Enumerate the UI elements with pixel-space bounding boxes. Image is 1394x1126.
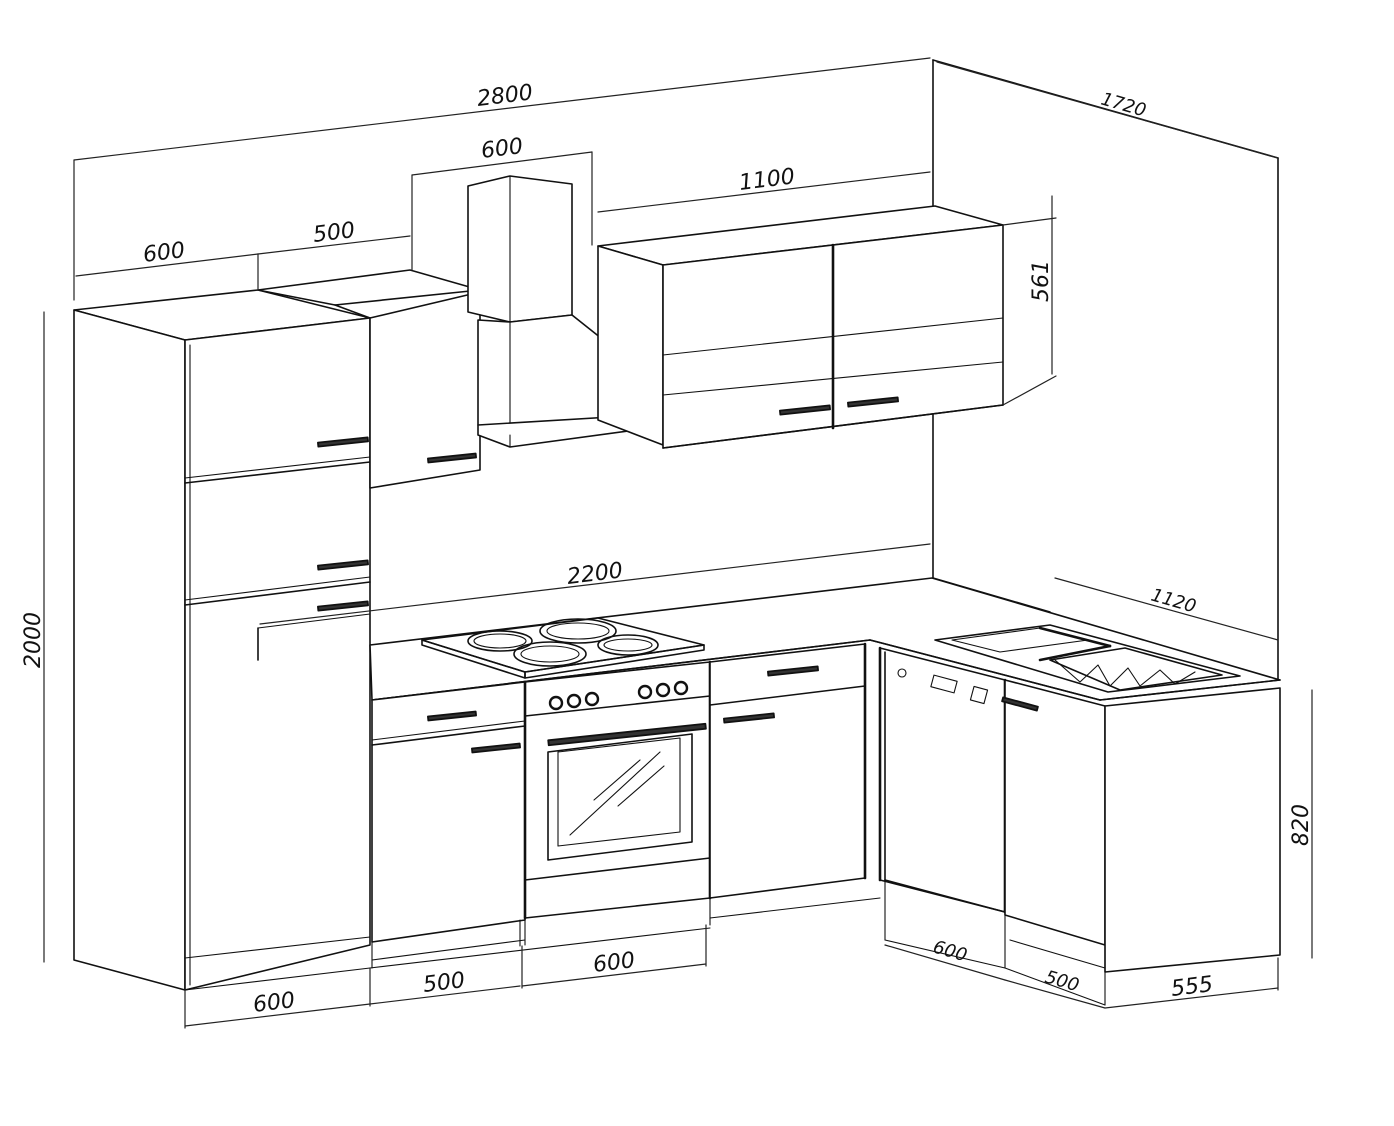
oven (523, 660, 712, 946)
upper-cabinet-right (597, 205, 1004, 449)
dim-upper-cabinet-width: 1100 (738, 164, 797, 196)
dim-base-height: 820 (1289, 804, 1314, 846)
dim-upper-left-width: 500 (312, 218, 357, 248)
cooktop (421, 617, 705, 679)
dishwasher (878, 646, 1007, 969)
dim-oven-width: 600 (592, 948, 637, 978)
plinth-lines (184, 927, 1106, 1006)
dim-depth-right: 1720 (1099, 89, 1149, 122)
dim-right-555-width: 555 (1170, 972, 1215, 1002)
dim-tall-bottom-width: 600 (252, 988, 297, 1018)
dim-total-height: 2000 (21, 612, 46, 668)
dim-dishwasher-width: 600 (931, 937, 970, 967)
extractor-hood (467, 175, 695, 448)
dim-base-500-width: 500 (422, 968, 467, 998)
dim-total-width: 2800 (476, 80, 535, 112)
sink (934, 624, 1241, 693)
base-cabinet-500 (371, 681, 526, 969)
dim-hood-width: 600 (480, 134, 525, 164)
sink-cabinet (1001, 679, 1281, 1006)
dim-upper-cabinet-height: 561 (1029, 260, 1054, 302)
dim-right-run-length: 1120 (1149, 585, 1199, 618)
dimension-lines (43, 57, 1313, 1029)
tall-cabinet (73, 289, 371, 991)
dim-counter-length: 2200 (566, 558, 625, 590)
base-cabinet-corner (709, 642, 881, 919)
dim-tall-top-width: 600 (142, 238, 187, 268)
